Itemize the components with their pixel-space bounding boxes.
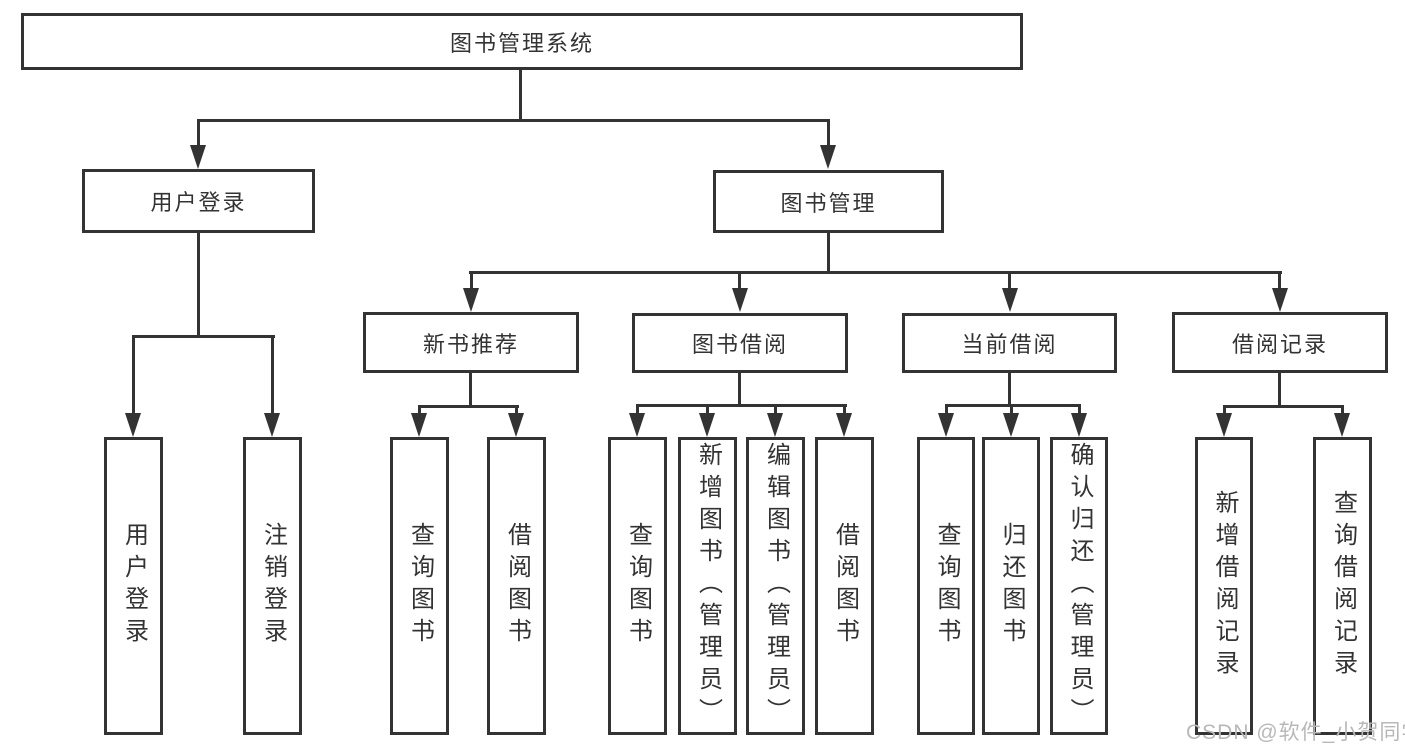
connector-line [469,373,472,408]
connector-line [1341,405,1344,415]
leaf-label: 新增借阅记录 [1211,490,1238,682]
arrow-head [1216,413,1232,437]
arrow-head [820,145,836,169]
leaf-query-books-recommend: 查询图书 [390,437,449,735]
connector-line [418,405,421,415]
arrow-head [732,288,748,312]
leaf-borrow-books-recommend: 借阅图书 [487,437,546,735]
leaf-confirm-return-admin: 确认归还（管理员） [1050,437,1108,735]
connector-line [843,404,846,415]
connector-line [469,271,1282,274]
connector-line [197,119,200,147]
connector-line [1078,404,1081,415]
node-user-login: 用户登录 [82,169,315,233]
arrow-head [125,413,141,437]
arrow-head [411,413,427,437]
arrow-head [699,413,715,437]
leaf-label: 查询图书 [624,522,652,650]
connector-line [827,119,830,147]
leaf-logout: 注销登录 [243,437,302,735]
arrow-head [1071,413,1087,437]
csdn-watermark: CSDN @软件_小贺同学 [1186,721,1405,744]
connector-line [1223,405,1344,408]
leaf-label: 查询借阅记录 [1329,490,1357,682]
connector-line [827,233,830,274]
leaf-label: 查询图书 [933,522,960,650]
leaf-label: 编辑图书（管理员） [762,442,790,730]
arrow-head [629,413,645,437]
leaf-query-books-borrow: 查询图书 [608,437,667,735]
connector-line [519,67,522,122]
arrow-head [938,413,954,437]
arrow-head [508,413,524,437]
leaf-edit-books-admin: 编辑图书（管理员） [746,437,805,735]
node-book-borrow: 图书借阅 [632,313,848,373]
leaf-label: 查询图书 [406,522,434,650]
arrow-head [1003,413,1019,437]
connector-line [1008,373,1011,407]
leaf-label: 用户登录 [120,522,148,650]
connector-line [1010,404,1013,415]
leaf-user-login: 用户登录 [104,437,163,735]
leaf-add-borrow-record: 新增借阅记录 [1195,437,1253,735]
connector-line [1278,373,1281,408]
leaf-label: 借阅图书 [503,522,531,650]
connector-line [945,404,948,415]
leaf-add-books-admin: 新增图书（管理员） [678,437,737,735]
arrow-head [264,413,280,437]
node-new-book-recommend: 新书推荐 [363,312,579,373]
arrow-head [1002,288,1018,312]
connector-line [470,271,473,291]
arrow-head [1272,288,1288,312]
leaf-label: 新增图书（管理员） [694,442,722,730]
connector-line [1278,271,1281,291]
connector-line [197,119,830,122]
connector-line [738,271,741,291]
leaf-label: 归还图书 [998,522,1025,650]
node-borrow-records: 借阅记录 [1172,312,1388,373]
leaf-query-books-current: 查询图书 [917,437,975,735]
connector-line [706,404,709,415]
leaf-label: 借阅图书 [831,522,859,650]
node-root-system: 图书管理系统 [21,13,1023,70]
arrow-head [836,413,852,437]
arrow-head [190,145,206,169]
leaf-query-borrow-record: 查询借阅记录 [1313,437,1372,735]
connector-line [197,233,200,338]
connector-line [132,335,135,415]
arrow-head [463,288,479,312]
connector-line [774,404,777,415]
connector-line [1223,405,1226,415]
leaf-label: 注销登录 [259,522,287,650]
leaf-borrow-books: 借阅图书 [815,437,874,735]
connector-line [418,405,519,408]
connector-line [636,404,639,415]
connector-line [132,335,275,338]
node-book-management: 图书管理 [713,170,944,233]
arrow-head [767,413,783,437]
connector-line [945,404,1081,407]
connector-line [1008,271,1011,291]
arrow-head [1334,413,1350,437]
connector-line [738,373,741,407]
connector-line [636,404,847,407]
leaf-return-books: 归还图书 [982,437,1040,735]
connector-line [271,335,274,415]
connector-line [515,405,518,415]
node-current-borrow: 当前借阅 [902,313,1117,373]
leaf-label: 确认归还（管理员） [1066,442,1093,730]
